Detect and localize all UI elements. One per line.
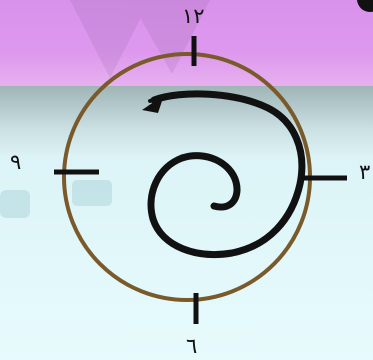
spiral-arrow-counterclockwise-icon: [142, 94, 302, 255]
dial-label-9: ٩: [10, 152, 21, 173]
dial-label-3: ٣: [359, 162, 370, 183]
dial-label-12: ١٢: [182, 6, 205, 27]
dial-label-6: ٦: [186, 336, 197, 357]
